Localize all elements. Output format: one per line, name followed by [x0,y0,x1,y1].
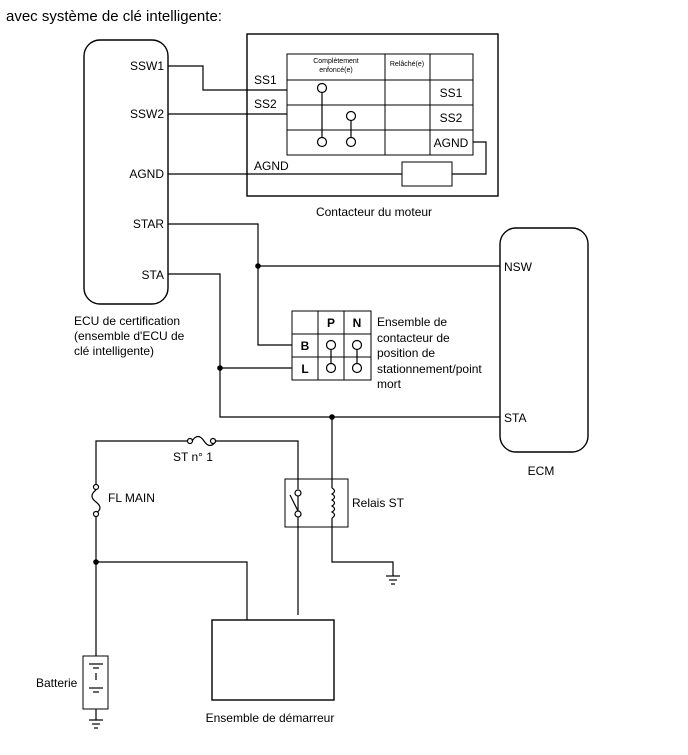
ecm-pin-sta: STA [504,411,526,425]
engine-switch-row-ss2: SS2 [440,111,463,125]
ecu-pin-star: STAR [133,217,164,231]
fuse-fl-label: FL MAIN [108,491,155,505]
fuse-st-no1: ST n° 1 [173,435,217,464]
junction-dot [217,365,223,371]
starter-caption: Ensemble de démarreur [206,711,335,725]
ground-symbol [89,719,103,729]
pn-caption-line2: contacteur de [377,331,450,345]
engine-switch-row-agnd: AGND [434,136,469,150]
pn-caption-line4: stationnement/point [377,362,482,376]
fuse-st-label: ST n° 1 [173,450,213,464]
ecu-pin-agnd: AGND [129,167,164,181]
junction-dot [329,414,335,420]
pn-col-n: N [353,316,362,330]
battery: Batterie [36,655,109,710]
ecu-caption-line1: ECU de certification [74,314,180,328]
starter-assembly: Ensemble de démarreur [206,619,335,725]
engine-switch: Complètement enfoncé(e) Relâché(e) SS1 S… [246,33,499,219]
fuse-fl-main: FL MAIN [91,483,155,518]
ecm-caption: ECM [528,464,555,478]
ecm: NSW STA ECM [499,227,589,478]
engine-switch-caption: Contacteur du moteur [316,205,432,219]
engine-switch-col-released: Relâché(e) [390,61,424,68]
battery-label: Batterie [36,676,78,690]
engine-switch-term-ss2: SS2 [254,97,277,111]
pn-col-p: P [327,316,335,330]
pn-row-b: B [301,339,310,353]
engine-switch-row-ss1: SS1 [440,86,463,100]
engine-switch-term-ss1: SS1 [254,73,277,87]
ecu-pin-ssw2: SSW2 [130,107,164,121]
ground-symbol [386,575,400,585]
ecu-caption-line3: clé intelligente) [74,344,154,358]
pn-caption-line5: mort [377,377,402,391]
ecu-caption-line2: (ensemble d'ECU de [74,329,185,343]
ecu-pin-sta: STA [142,268,164,282]
engine-switch-col-pressed-line1: Complètement [313,58,359,65]
st-relay-label: Relais ST [352,496,405,510]
park-neutral-switch: P N B L Ensemble de contacteur de positi… [291,310,482,391]
st-relay: Relais ST [284,470,405,615]
ecu-pin-ssw1: SSW1 [130,59,164,73]
wires [95,65,500,720]
junction-dot [93,559,99,565]
diagram-heading: avec système de clé intelligente: [6,8,222,25]
engine-switch-term-agnd: AGND [254,159,289,173]
pn-caption-line3: position de [377,346,435,360]
pn-row-l: L [301,362,308,376]
pn-caption-line1: Ensemble de [377,315,447,329]
ecm-pin-nsw: NSW [504,260,533,274]
ecu-certification: SSW1 SSW2 AGND STAR STA ECU de certifica… [74,39,185,358]
engine-switch-col-pressed-line2: enfoncé(e) [319,67,352,74]
junction-dot [255,263,261,269]
